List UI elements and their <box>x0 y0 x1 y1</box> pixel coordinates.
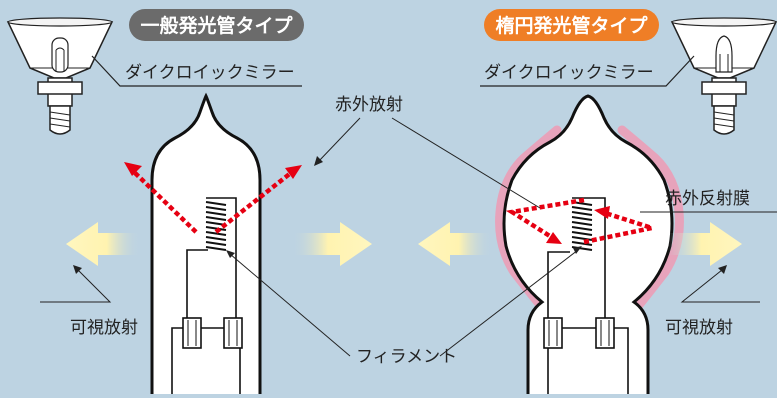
badge-elliptical-tube: 楕円発光管タイプ <box>484 9 659 41</box>
badge-standard-bg <box>129 9 304 41</box>
ir-film-callout: 赤外反射膜 <box>640 189 777 213</box>
visible-radiation-callout-right: 可視放射 <box>665 265 760 338</box>
badge-standard-text: 一般発光管タイプ <box>140 14 293 37</box>
dichroic-lamp-icon-left <box>6 17 114 135</box>
filament-label: フィラメント <box>356 347 457 367</box>
mirror-label-left-text: ダイクロイックミラー <box>125 63 295 83</box>
mirror-label-right-text: ダイクロイックミラー <box>484 63 654 83</box>
elliptical-tube-lamp <box>495 94 684 394</box>
dichroic-lamp-icon-right <box>670 17 777 135</box>
infrared-reflect-right <box>583 206 661 245</box>
filament-coil-right <box>571 201 593 251</box>
badge-standard-tube: 一般発光管タイプ <box>129 9 304 41</box>
infrared-arrow-right-up <box>214 165 302 234</box>
filament-callout: フィラメント <box>226 246 582 367</box>
mirror-label-left: ダイクロイックミラー <box>91 55 302 87</box>
badge-elliptical-text: 楕円発光管タイプ <box>495 14 648 37</box>
infrared-radiation-callout: 赤外放射 <box>314 95 541 209</box>
visible-light-arrow-left-1 <box>66 222 140 266</box>
visible-light-arrow-left-2 <box>292 222 372 266</box>
infrared-reflect-left <box>505 197 585 244</box>
visible-radiation-label-left: 可視放射 <box>70 318 138 338</box>
infrared-arrow-left-up <box>124 162 198 234</box>
standard-tube-lamp <box>150 92 262 394</box>
filament-coil-left <box>205 201 227 251</box>
visible-light-arrow-right-2 <box>668 222 742 266</box>
infrared-radiation-label: 赤外放射 <box>335 95 403 115</box>
mirror-label-right: ダイクロイックミラー <box>480 55 695 87</box>
visible-radiation-callout-left: 可視放射 <box>40 265 138 338</box>
visible-light-arrow-right-1 <box>418 222 492 266</box>
visible-radiation-label-right: 可視放射 <box>665 318 733 338</box>
badge-elliptical-bg <box>484 9 659 41</box>
ir-reflective-film-label: 赤外反射膜 <box>665 189 750 209</box>
